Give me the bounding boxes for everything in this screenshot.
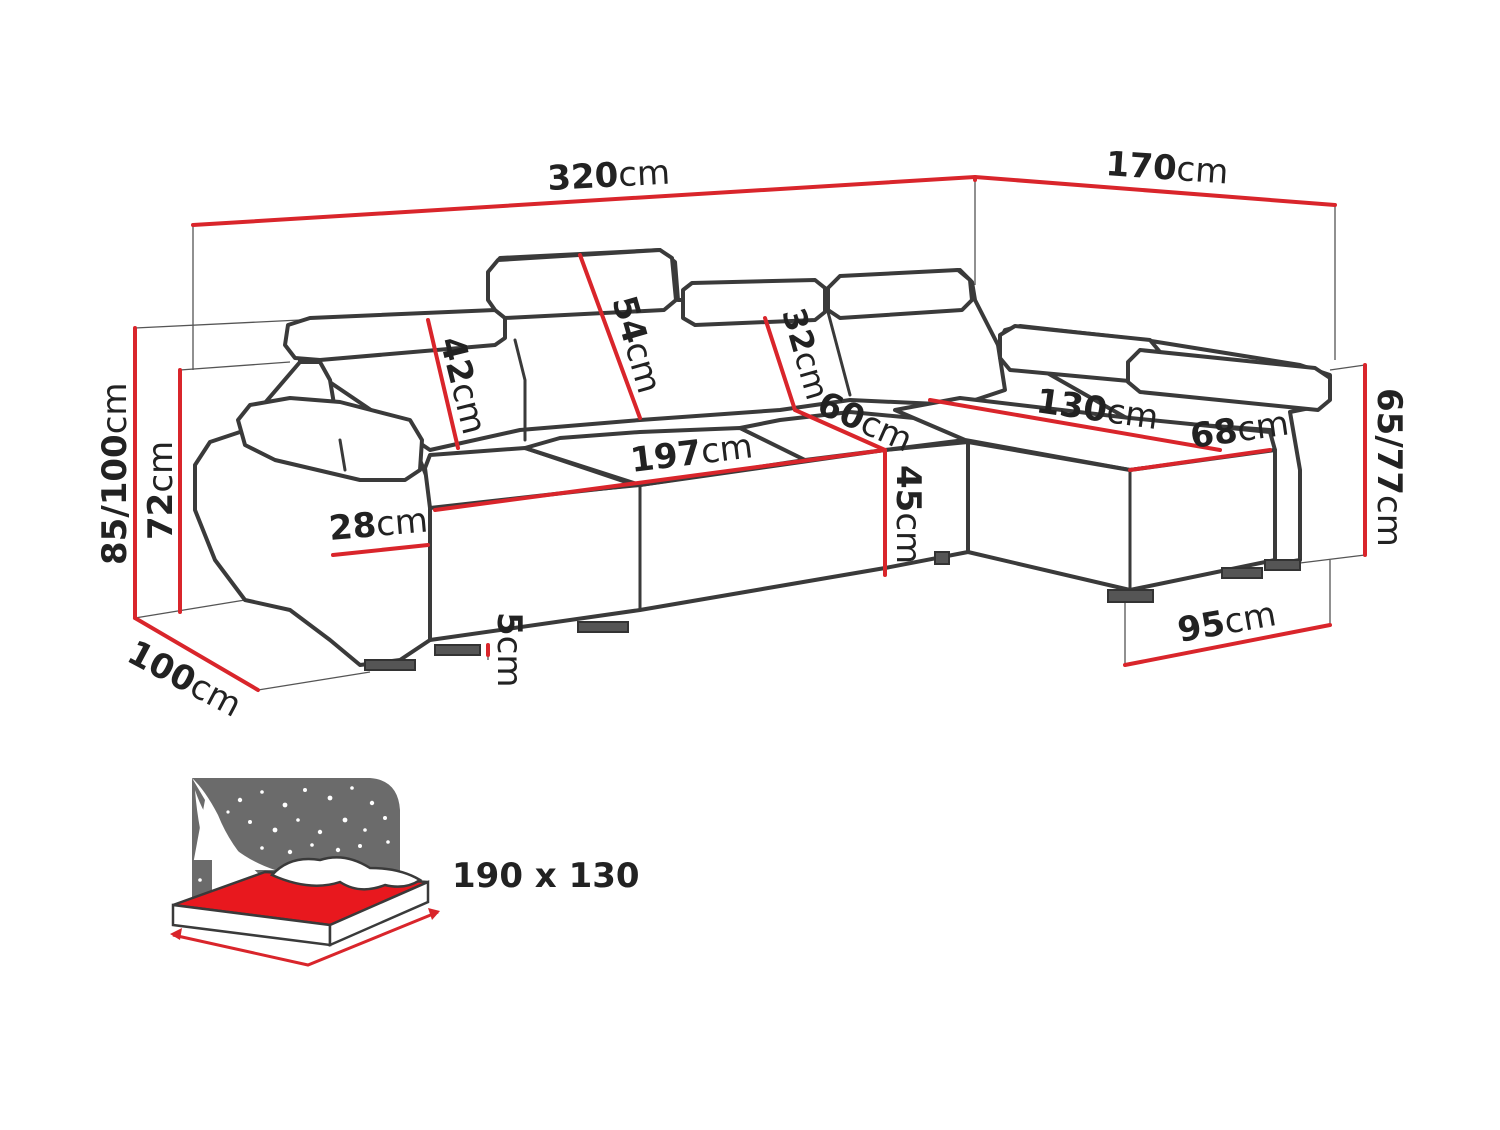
label-leg-height: 5cm bbox=[489, 612, 529, 688]
sofa-leg bbox=[1107, 589, 1154, 603]
label-chaise-height: 65/77cm bbox=[1369, 388, 1409, 547]
label-chaise-width: 95cm bbox=[1175, 594, 1280, 651]
label-seat-height: 45cm bbox=[888, 465, 928, 564]
sofa-leg bbox=[1264, 559, 1301, 571]
label-chaise-seat-width: 68cm bbox=[1188, 404, 1292, 457]
bed-size-label: 190 x 130 bbox=[452, 856, 640, 896]
headrest-left bbox=[283, 308, 507, 362]
sofa-leg bbox=[364, 659, 416, 671]
label-chaise-length: 130cm bbox=[1034, 381, 1161, 438]
label-chaise-depth: 170cm bbox=[1104, 144, 1229, 192]
sofa-outline bbox=[193, 248, 1332, 671]
dimension-lines bbox=[133, 174, 1367, 692]
sofa-leg bbox=[577, 621, 629, 633]
chaise-arm-cushion-front bbox=[1126, 348, 1332, 412]
label-seat-width: 197cm bbox=[628, 426, 755, 481]
label-arm-width: 28cm bbox=[327, 500, 429, 548]
sofa-leg bbox=[434, 644, 481, 656]
bed-night-icon bbox=[170, 778, 440, 967]
night-sky bbox=[192, 778, 400, 875]
headrest-right bbox=[826, 268, 974, 320]
stars bbox=[198, 786, 390, 882]
label-total-length: 320cm bbox=[546, 153, 671, 199]
sofa-leg bbox=[934, 551, 950, 565]
headrest-middle-right bbox=[681, 278, 827, 327]
sofa-leg bbox=[1221, 567, 1263, 579]
left-arm-cushion bbox=[236, 396, 424, 482]
dimension-labels: 320cm 170cm 85/100cm 72cm 100cm 42cm 54c… bbox=[95, 144, 1409, 726]
label-height-armrest: 72cm bbox=[141, 441, 181, 540]
label-height-headrest: 85/100cm bbox=[95, 382, 135, 565]
